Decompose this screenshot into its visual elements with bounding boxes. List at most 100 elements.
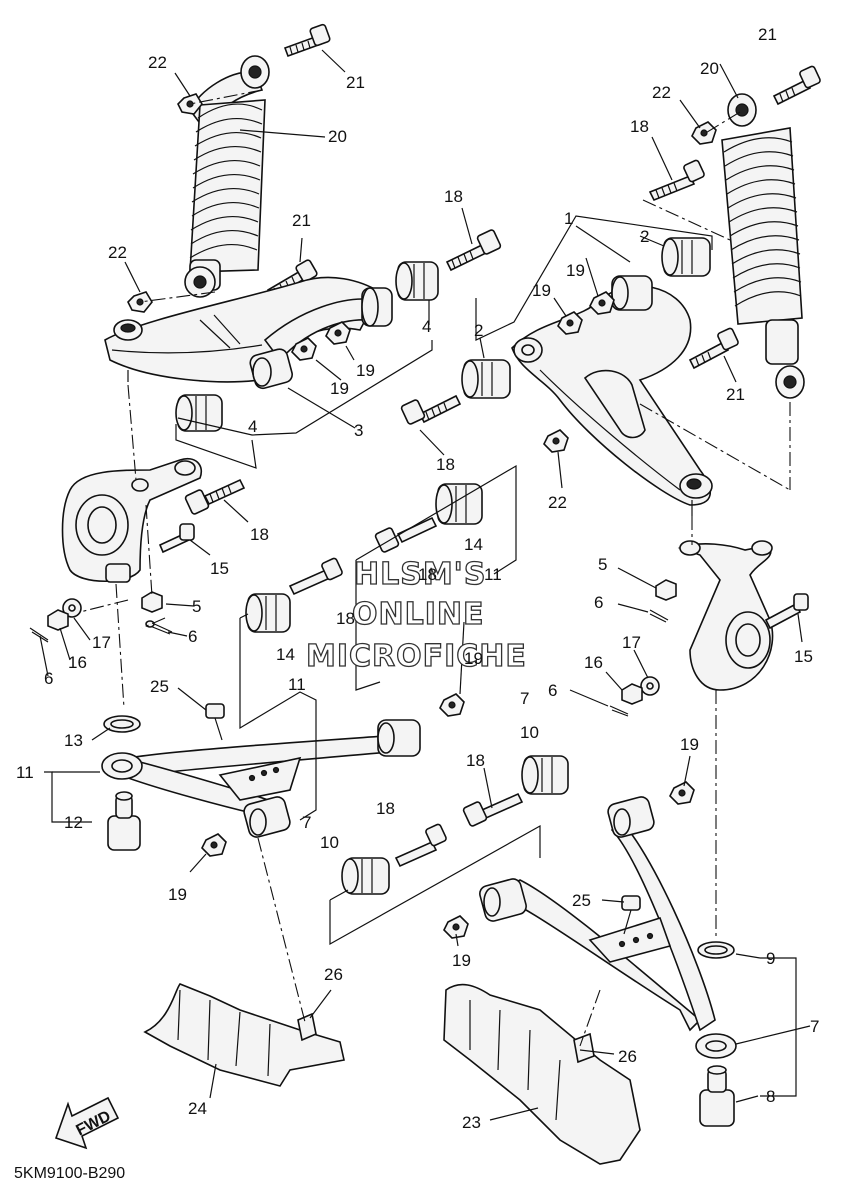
callout-18: 18 [250,525,269,544]
callout-20: 20 [328,127,347,146]
callout-6: 6 [188,627,197,646]
left-upper-arm-bolt-18 [445,229,502,272]
watermark-line-2: ONLINE [352,597,485,632]
callout-18: 18 [376,799,395,818]
callout-20: 20 [700,59,719,78]
callout-19: 19 [356,361,375,380]
left-shock-top-bolt [283,23,331,58]
left-lower-arm-bolt-18c [394,823,447,868]
callout-13: 13 [64,731,83,750]
callout-22: 22 [148,53,167,72]
callout-21: 21 [726,385,745,404]
left-lower-bushing-10 [341,857,390,895]
callout-19: 19 [680,735,699,754]
callout-14: 14 [276,645,295,664]
right-shock-top-bolt-21 [772,65,821,106]
right-shock-absorber [721,93,805,399]
callout-17: 17 [622,633,641,652]
left-lower-arm-nut-19c [439,693,465,717]
callout-17: 17 [92,633,111,652]
left-steering-knuckle [61,458,202,583]
callout-5: 5 [598,555,607,574]
callout-18: 18 [466,751,485,770]
left-upper-arm-nut-19a [325,321,351,345]
watermark-line-3: MICROFICHE [306,639,527,674]
right-castle-nut-16 [621,683,643,705]
left-lower-bushing-14b [435,483,483,525]
callout-numbers: 22 21 20 21 22 18 4 19 19 3 4 18 15 5 6 … [16,25,819,1132]
callout-6: 6 [594,593,603,612]
callout-26: 26 [618,1047,637,1066]
callout-16: 16 [68,653,87,672]
right-upper-arm-nut-19f [589,291,615,315]
callout-21: 21 [346,73,365,92]
right-arm-guard [443,983,641,1165]
callout-21: 21 [758,25,777,44]
callout-1: 1 [564,209,573,228]
left-upper-bushing-rear [361,287,393,327]
callout-19: 19 [532,281,551,300]
right-steering-knuckle [677,540,774,691]
callout-11: 11 [288,675,306,694]
callout-18: 18 [336,609,355,628]
callout-19: 19 [330,379,349,398]
left-bolt-25 [205,703,225,741]
callout-6: 6 [44,669,53,688]
right-cotter-pin-6d [609,705,629,717]
right-bolt-25 [621,895,641,935]
leader-lines [39,49,811,1121]
right-shock-bolt-18g [648,159,705,202]
left-upper-arm-nut-19b [291,337,317,361]
callout-25: 25 [150,677,169,696]
fwd-arrow-icon: FWD [54,1096,120,1150]
left-lower-arm-bolt-18b [374,516,438,553]
callout-4: 4 [422,317,431,336]
callout-18: 18 [444,187,463,206]
callout-22: 22 [652,83,671,102]
left-upper-bushing-lower [175,394,223,432]
right-lower-bushing-10 [521,755,569,795]
right-circlip-9 [697,941,735,959]
hlsm-watermark: HLSM'S ONLINE MICROFICHE [305,556,527,674]
callout-6: 6 [548,681,557,700]
callout-11: 11 [484,565,502,584]
callout-25: 25 [572,891,591,910]
left-upper-bushing-front [395,261,439,301]
callout-8: 8 [766,1087,775,1106]
right-upper-bushing-2a [661,237,711,277]
callout-3: 3 [354,421,363,440]
dash-lines [79,89,791,1047]
callout-2: 2 [640,227,649,246]
callout-7: 7 [302,813,311,832]
callout-2: 2 [474,321,483,340]
right-shock-spring [721,127,803,325]
callout-19: 19 [452,951,471,970]
right-lower-arm-bolt-18h [462,792,524,827]
left-lower-arm-nut-19d [201,833,227,857]
left-ball-joint-13-circlip [103,715,141,733]
left-shock-absorber [184,55,270,298]
right-cotter-pin-6 [649,609,669,623]
left-shock-spring [189,99,266,273]
callout-16: 16 [584,653,603,672]
right-lower-arm-nut-19h [443,915,469,939]
left-arm-guard [143,983,345,1087]
left-upper-arm [104,276,382,390]
callout-21: 21 [292,211,311,230]
right-upper-bushing-2b [461,359,511,399]
left-lower-bushing-14a [245,593,291,633]
left-ball-joint-12 [107,791,141,851]
left-lower-arm-bolt-18a [288,557,343,596]
callout-24: 24 [188,1099,207,1118]
callout-11: 11 [16,763,34,782]
kit-outline-boxes [175,215,713,946]
callout-9: 9 [766,949,775,968]
left-washer-17 [62,598,82,618]
callout-18: 18 [418,565,437,584]
watermark-line-1: HLSM'S [354,557,486,592]
left-lower-arm [101,719,421,838]
callout-4: 4 [248,417,257,436]
callout-15: 15 [210,559,229,578]
right-upper-arm-nut-19e [557,311,583,335]
